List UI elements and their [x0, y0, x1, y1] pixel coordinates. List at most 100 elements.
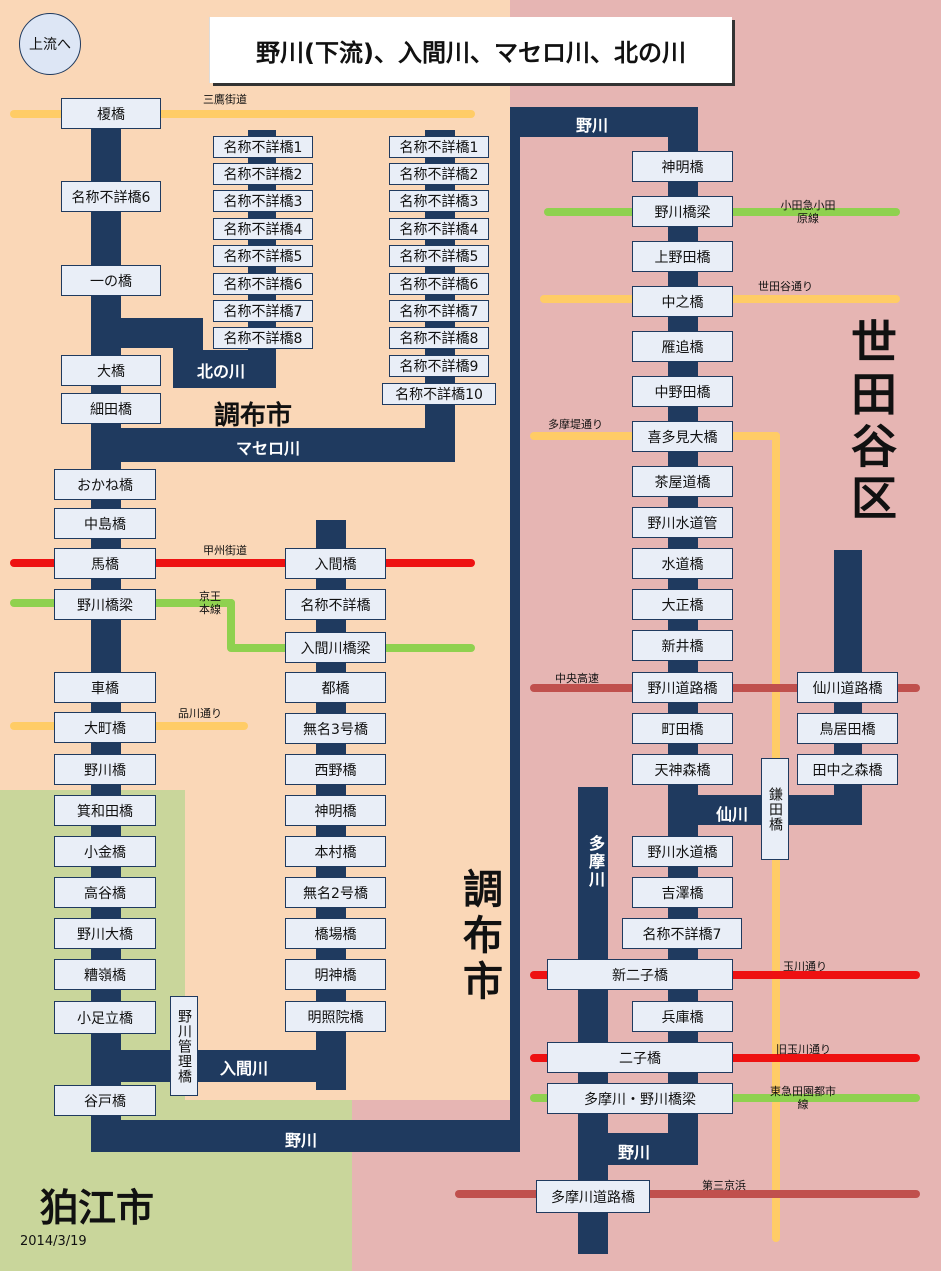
bridge-iruma-4[interactable]: 都橋 — [285, 672, 386, 703]
bridge-masero-9[interactable]: 名称不詳橋9 — [389, 355, 489, 377]
bridge-iruma-8[interactable]: 本村橋 — [285, 836, 386, 867]
bridge-kita-3[interactable]: 名称不詳橋3 — [213, 190, 313, 212]
chofu-label-vertical: 調布市 — [456, 868, 502, 1006]
bridge-right-13[interactable]: 野川道路橋 — [632, 672, 733, 703]
bridge-right-12[interactable]: 新井橋 — [632, 630, 733, 661]
bridge-right-9[interactable]: 野川水道管 — [632, 507, 733, 538]
nogawa-right-link — [510, 107, 520, 1152]
bridge-masero-8[interactable]: 名称不詳橋8 — [389, 327, 489, 349]
bridge-right-3[interactable]: 上野田橋 — [632, 241, 733, 272]
bridge-masero-3[interactable]: 名称不詳橋3 — [389, 190, 489, 212]
page-title: 野川(下流)、入間川、マセロ川、北の川 — [256, 38, 686, 67]
bridge-kamata[interactable]: 鎌田橋 — [761, 758, 789, 860]
bridge-iruma-7[interactable]: 神明橋 — [285, 795, 386, 826]
bridge-right-17[interactable]: 吉澤橋 — [632, 877, 733, 908]
bridge-kita-1[interactable]: 名称不詳橋1 — [213, 136, 313, 158]
bridge-masero-5[interactable]: 名称不詳橋5 — [389, 245, 489, 267]
bridge-masero-2[interactable]: 名称不詳橋2 — [389, 163, 489, 185]
bridge-left-6[interactable]: おかね橋 — [54, 469, 156, 500]
bridge-left-10[interactable]: 車橋 — [54, 672, 156, 703]
bridge-left-12[interactable]: 野川橋 — [54, 754, 156, 785]
masero-river-v — [425, 130, 455, 462]
tamagawa-river — [578, 787, 608, 1254]
bridge-senkawa-2[interactable]: 鳥居田橋 — [797, 713, 898, 744]
iruma-river-h — [91, 1050, 346, 1082]
bridge-right-10[interactable]: 水道橋 — [632, 548, 733, 579]
bridge-right-8[interactable]: 茶屋道橋 — [632, 466, 733, 497]
bridge-left-7[interactable]: 中島橋 — [54, 508, 156, 539]
bridge-left-13[interactable]: 箕和田橋 — [54, 795, 156, 826]
setagaya-label: 世田谷区 — [844, 318, 898, 526]
bridge-left-9[interactable]: 野川橋梁 — [54, 589, 156, 620]
bridge-right-21[interactable]: 二子橋 — [547, 1042, 733, 1073]
bridge-kita-8[interactable]: 名称不詳橋8 — [213, 327, 313, 349]
nogawa-bottom-label: 野川 — [285, 1131, 318, 1150]
bridge-left-15[interactable]: 高谷橋 — [54, 877, 156, 908]
bridge-masero-1[interactable]: 名称不詳橋1 — [389, 136, 489, 158]
bridge-right-20[interactable]: 兵庫橋 — [632, 1001, 733, 1032]
bridge-right-6[interactable]: 中野田橋 — [632, 376, 733, 407]
bridge-left-8[interactable]: 馬橋 — [54, 548, 156, 579]
bridge-right-22[interactable]: 多摩川・野川橋梁 — [547, 1083, 733, 1114]
bridge-right-23[interactable]: 多摩川道路橋 — [536, 1180, 650, 1213]
bridge-iruma-6[interactable]: 西野橋 — [285, 754, 386, 785]
bridge-iruma-10[interactable]: 橋場橋 — [285, 918, 386, 949]
bridge-nogawa-kanri[interactable]: 野川管理橋 — [170, 996, 198, 1096]
road-mitaka — [10, 110, 475, 118]
road-keio-2 — [227, 599, 235, 651]
road-label-chuo: 中央高速 — [555, 672, 599, 685]
bridge-right-16[interactable]: 野川水道橋 — [632, 836, 733, 867]
bridge-iruma-12[interactable]: 明照院橋 — [285, 1001, 386, 1032]
bridge-right-2[interactable]: 野川橋梁 — [632, 196, 733, 227]
bridge-right-5[interactable]: 雁追橋 — [632, 331, 733, 362]
upstream-button[interactable]: 上流へ — [19, 13, 81, 75]
bridge-kita-2[interactable]: 名称不詳橋2 — [213, 163, 313, 185]
bridge-iruma-11[interactable]: 明神橋 — [285, 959, 386, 990]
title-box: 野川(下流)、入間川、マセロ川、北の川 — [210, 17, 732, 83]
nogawa-top-label: 野川 — [576, 116, 609, 135]
bridge-masero-10[interactable]: 名称不詳橋10 — [382, 383, 496, 405]
bridge-left-17[interactable]: 糟嶺橋 — [54, 959, 156, 990]
upstream-button-label: 上流へ — [29, 37, 71, 53]
bridge-right-1[interactable]: 神明橋 — [632, 151, 733, 182]
road-label-tokyu: 東急田園都市線 — [770, 1085, 836, 1111]
bridge-right-4[interactable]: 中之橋 — [632, 286, 733, 317]
date-label: 2014/3/19 — [20, 1234, 87, 1249]
bridge-iruma-3[interactable]: 入間川橋梁 — [285, 632, 386, 663]
bridge-right-7[interactable]: 喜多見大橋 — [632, 421, 733, 452]
bridge-left-4[interactable]: 大橋 — [61, 355, 161, 386]
bridge-iruma-5[interactable]: 無名3号橋 — [285, 713, 386, 744]
bridge-right-18[interactable]: 名称不詳橋7 — [622, 918, 742, 949]
bridge-right-15[interactable]: 天神森橋 — [632, 754, 733, 785]
chofu-label-top: 調布市 — [214, 401, 293, 431]
nogawa-top-river — [510, 107, 698, 137]
bridge-masero-4[interactable]: 名称不詳橋4 — [389, 218, 489, 240]
bridge-kita-5[interactable]: 名称不詳橋5 — [213, 245, 313, 267]
nogawa-bottom-river — [91, 1120, 518, 1152]
bridge-left-3[interactable]: 一の橋 — [61, 265, 161, 296]
bridge-senkawa-3[interactable]: 田中之森橋 — [797, 754, 898, 785]
bridge-right-11[interactable]: 大正橋 — [632, 589, 733, 620]
bridge-left-2[interactable]: 名称不詳橋6 — [61, 181, 161, 212]
road-label-daisan: 第三京浜 — [702, 1179, 746, 1192]
bridge-kita-6[interactable]: 名称不詳橋6 — [213, 273, 313, 295]
bridge-iruma-9[interactable]: 無名2号橋 — [285, 877, 386, 908]
bridge-right-19[interactable]: 新二子橋 — [547, 959, 733, 990]
bridge-left-16[interactable]: 野川大橋 — [54, 918, 156, 949]
bridge-left-14[interactable]: 小金橋 — [54, 836, 156, 867]
bridge-left-5[interactable]: 細田橋 — [61, 393, 161, 424]
bridge-right-14[interactable]: 町田橋 — [632, 713, 733, 744]
bridge-masero-7[interactable]: 名称不詳橋7 — [389, 300, 489, 322]
bridge-senkawa-1[interactable]: 仙川道路橋 — [797, 672, 898, 703]
bridge-left-18[interactable]: 小足立橋 — [54, 1001, 156, 1034]
bridge-left-19[interactable]: 谷戸橋 — [54, 1085, 156, 1116]
bridge-left-1[interactable]: 榎橋 — [61, 98, 161, 129]
bridge-kita-4[interactable]: 名称不詳橋4 — [213, 218, 313, 240]
maserokawa-label: マセロ川 — [236, 439, 301, 458]
bridge-iruma-1[interactable]: 入間橋 — [285, 548, 386, 579]
bridge-masero-6[interactable]: 名称不詳橋6 — [389, 273, 489, 295]
road-label-keio: 京王本線 — [199, 590, 221, 616]
bridge-iruma-2[interactable]: 名称不詳橋 — [285, 589, 386, 620]
bridge-kita-7[interactable]: 名称不詳橋7 — [213, 300, 313, 322]
bridge-left-11[interactable]: 大町橋 — [54, 712, 156, 743]
